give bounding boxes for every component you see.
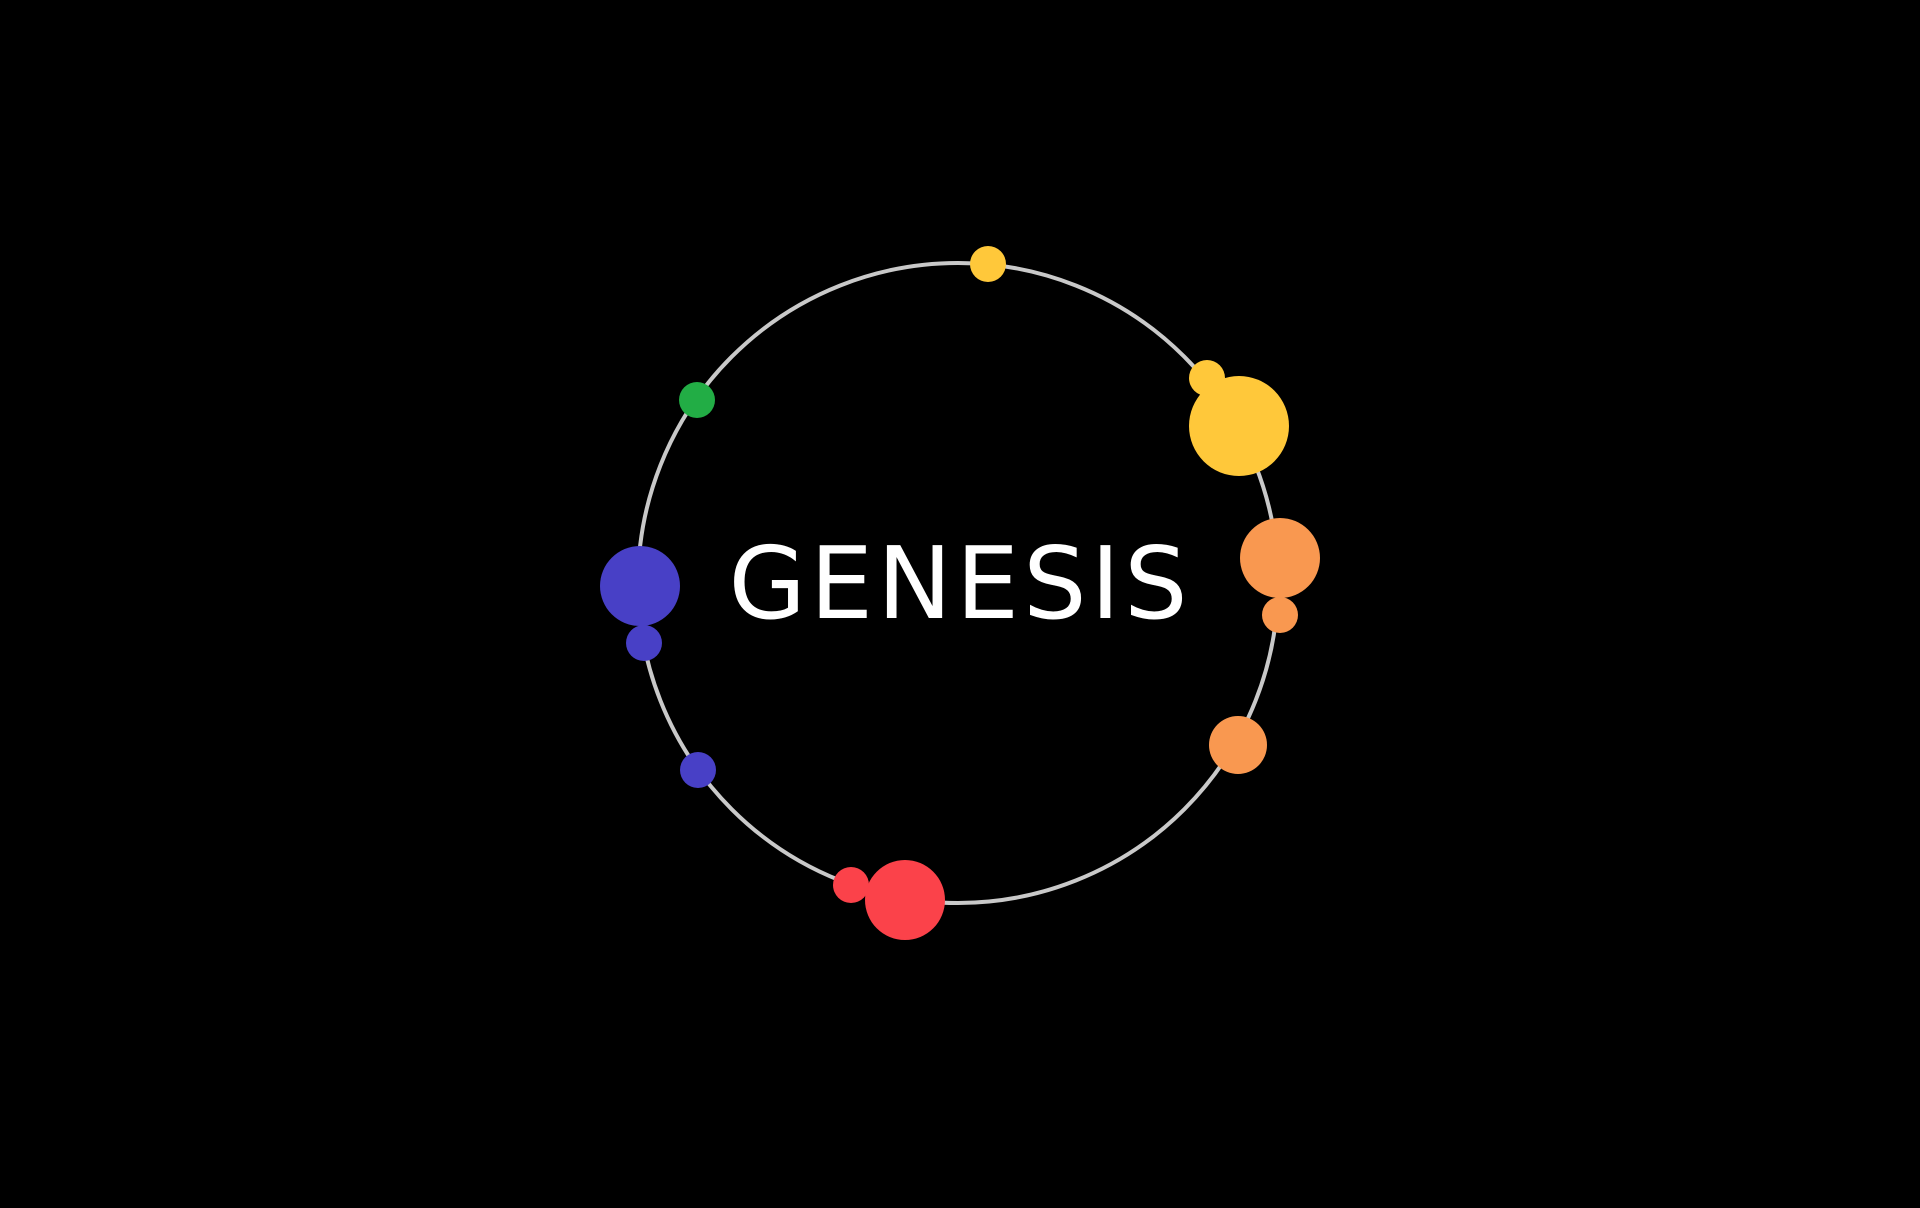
dot-orange-small	[1262, 597, 1298, 633]
dot-orange-large	[1240, 518, 1320, 598]
dot-red-small	[833, 867, 869, 903]
dot-blue-bottom	[680, 752, 716, 788]
wordmark-text: GENESIS	[728, 525, 1192, 642]
dot-yellow-large	[1189, 376, 1289, 476]
dot-orange-medium	[1209, 716, 1267, 774]
dot-red-large	[865, 860, 945, 940]
dot-green	[679, 382, 715, 418]
dot-yellow-top	[970, 246, 1006, 282]
dot-blue-large	[600, 546, 680, 626]
dot-blue-small	[626, 625, 662, 661]
